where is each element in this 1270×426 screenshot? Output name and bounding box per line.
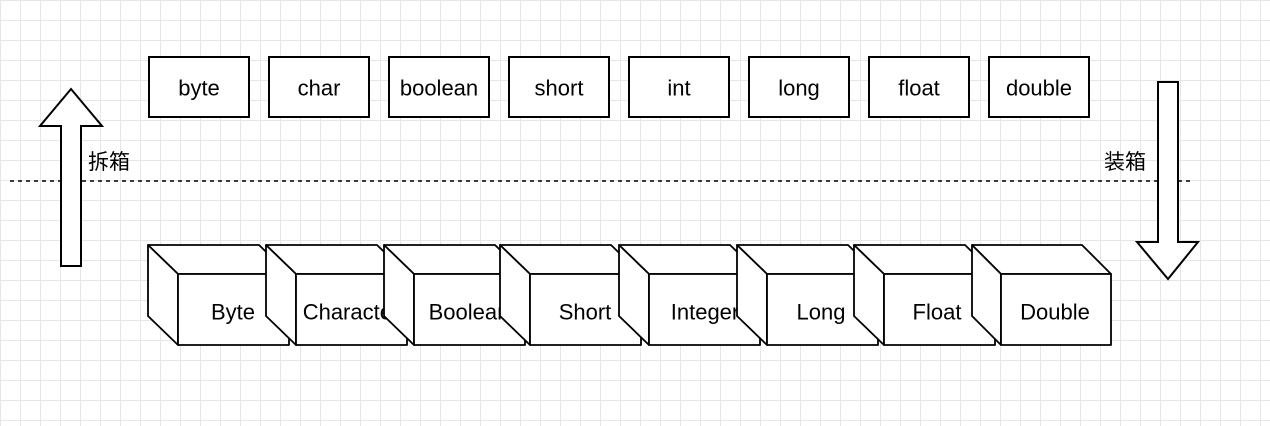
primitive-box-char: char [268,56,370,118]
wrapper-cube-double: Double [971,244,1112,346]
wrapper-cube-byte: Byte [147,244,290,346]
primitive-label: long [778,76,820,101]
primitive-label: int [667,76,690,101]
primitive-box-boolean: boolean [388,56,490,118]
boxing-down-arrow [1134,81,1201,281]
unboxing-label: 拆箱 [88,150,130,174]
boxing-label: 装箱 [1104,150,1146,174]
wrapper-label: Integer [671,300,740,325]
primitive-label: double [1006,76,1072,101]
primitive-box-float: float [868,56,970,118]
primitive-box-short: short [508,56,610,118]
unboxing-up-arrow [37,87,105,267]
wrapper-classes-row: Byte Character Boolean Short Integer [147,244,1112,346]
primitive-box-byte: byte [148,56,250,118]
primitive-box-long: long [748,56,850,118]
primitive-label: char [298,76,341,101]
primitive-label: short [535,76,584,101]
wrapper-label: Boolean [429,300,510,325]
wrapper-label: Byte [211,300,255,325]
primitive-box-double: double [988,56,1090,118]
primitive-label: float [898,76,940,101]
wrapper-label: Long [797,300,846,325]
primitive-types-row: byte char boolean short int long float [148,56,1090,118]
wrapper-label: Double [1020,300,1090,325]
primitive-box-int: int [628,56,730,118]
wrapper-label: Float [913,300,962,325]
primitive-label: byte [178,76,220,101]
primitive-label: boolean [400,76,478,101]
wrapper-label: Short [559,300,612,325]
